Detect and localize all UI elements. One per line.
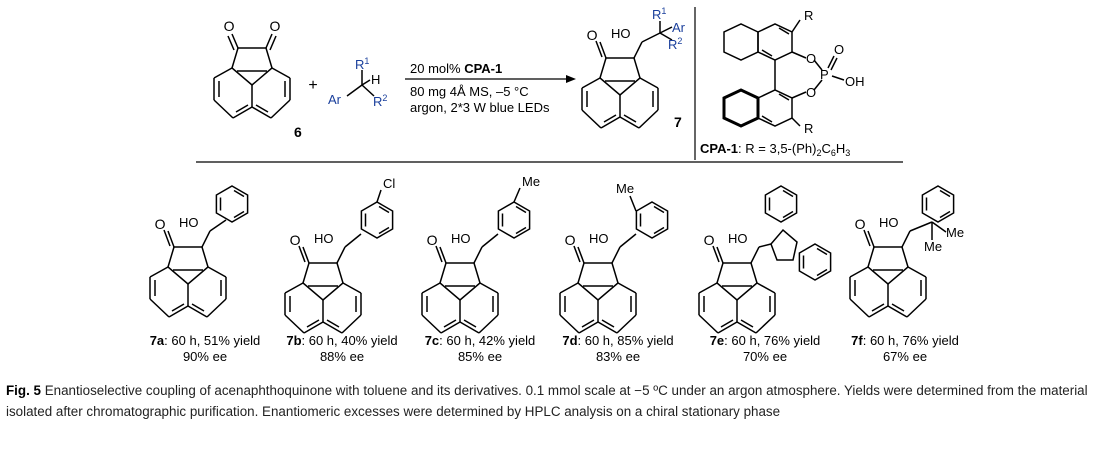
catalyst-cpa1-structure <box>722 19 845 128</box>
product-7d-structure: O HO Me <box>560 181 669 333</box>
oxygen-label: O <box>290 232 301 248</box>
ar-label: Ar <box>672 20 686 35</box>
hydroxyl-label: HO <box>314 231 334 246</box>
oxygen-label: O <box>155 216 166 232</box>
product-label-7b: 7b: 60 h, 40% yield 88% ee <box>286 333 398 364</box>
reactant-arylalkane <box>346 70 375 97</box>
hydroxyl-label: HO <box>179 215 199 230</box>
reactant-acenaphthoquinone: O O <box>213 18 291 119</box>
r2-label: R2 <box>373 93 387 109</box>
hydroxyl-label: HO <box>589 231 609 246</box>
product-label-7a: 7a: 60 h, 51% yield 90% ee <box>149 333 261 364</box>
caption-text: Enantioselective coupling of acenaphthoq… <box>6 383 1088 419</box>
methyl-label: Me <box>616 181 634 196</box>
condition-line-2: 80 mg 4Å MS, –5 °C <box>410 84 529 99</box>
oxygen-label: O <box>427 232 438 248</box>
product-label-7: 7 <box>674 114 682 130</box>
reactant-label-6: 6 <box>294 124 302 140</box>
oxygen-label: O <box>704 232 715 248</box>
chloro-label: Cl <box>383 176 395 191</box>
figure-number: Fig. 5 <box>6 383 41 398</box>
product-7a-structure: O HO <box>150 185 249 317</box>
oxygen-label: O <box>806 85 816 100</box>
product-label-7d: 7d: 60 h, 85% yield 83% ee <box>562 333 674 364</box>
hydroxyl-label: HO <box>451 231 471 246</box>
oxygen-label: O <box>565 232 576 248</box>
arrow-head <box>566 75 576 83</box>
figure-caption: Fig. 5 Enantioselective coupling of acen… <box>6 381 1106 422</box>
product-label-7f: 7f: 60 h, 76% yield 67% ee <box>851 333 959 364</box>
reaction-scheme: O O 6 + R1 H Ar R2 20 mol% CPA-1 80 mg 4… <box>0 6 964 380</box>
hydroxyl-label: HO <box>728 231 748 246</box>
hydroxyl-label: HO <box>879 215 899 230</box>
product-label-7c: 7c: 60 h, 42% yield 85% ee <box>424 333 536 364</box>
h-label: H <box>371 72 380 87</box>
plus-sign: + <box>308 77 317 94</box>
r1-label: R1 <box>652 6 666 22</box>
phosphorus-label: P <box>820 67 829 82</box>
r-label-top: R <box>804 8 813 23</box>
condition-line-3: argon, 2*3 W blue LEDs <box>410 100 550 115</box>
methyl-label: Me <box>946 225 964 240</box>
product-7e-structure: O HO <box>699 185 832 333</box>
oxygen-label: O <box>834 42 844 57</box>
oxygen-label: O <box>806 51 816 66</box>
oxygen-label: O <box>855 216 866 232</box>
product-7f-structure: O HO Me Me <box>850 185 964 317</box>
product-7b-structure: O HO Cl <box>285 176 395 333</box>
methyl-label: Me <box>924 239 942 254</box>
r-label-bottom: R <box>804 121 813 136</box>
oxygen-label: O <box>224 18 235 34</box>
ar-label: Ar <box>328 92 342 107</box>
condition-line-1: 20 mol% CPA-1 <box>410 61 502 76</box>
catalyst-definition: CPA-1: R = 3,5-(Ph)2C6H3 <box>700 141 850 158</box>
hydroxyl-label: OH <box>845 74 865 89</box>
product-7-structure: O HO R1 Ar R2 <box>582 6 686 128</box>
hydroxyl-label: HO <box>611 26 631 41</box>
oxygen-label: O <box>270 18 281 34</box>
product-label-7e: 7e: 60 h, 76% yield 70% ee <box>709 333 821 364</box>
product-7c-structure: O HO Me <box>422 174 540 333</box>
oxygen-label: O <box>587 27 598 43</box>
r1-label: R1 <box>355 56 369 72</box>
methyl-label: Me <box>522 174 540 189</box>
r2-label: R2 <box>668 36 682 52</box>
